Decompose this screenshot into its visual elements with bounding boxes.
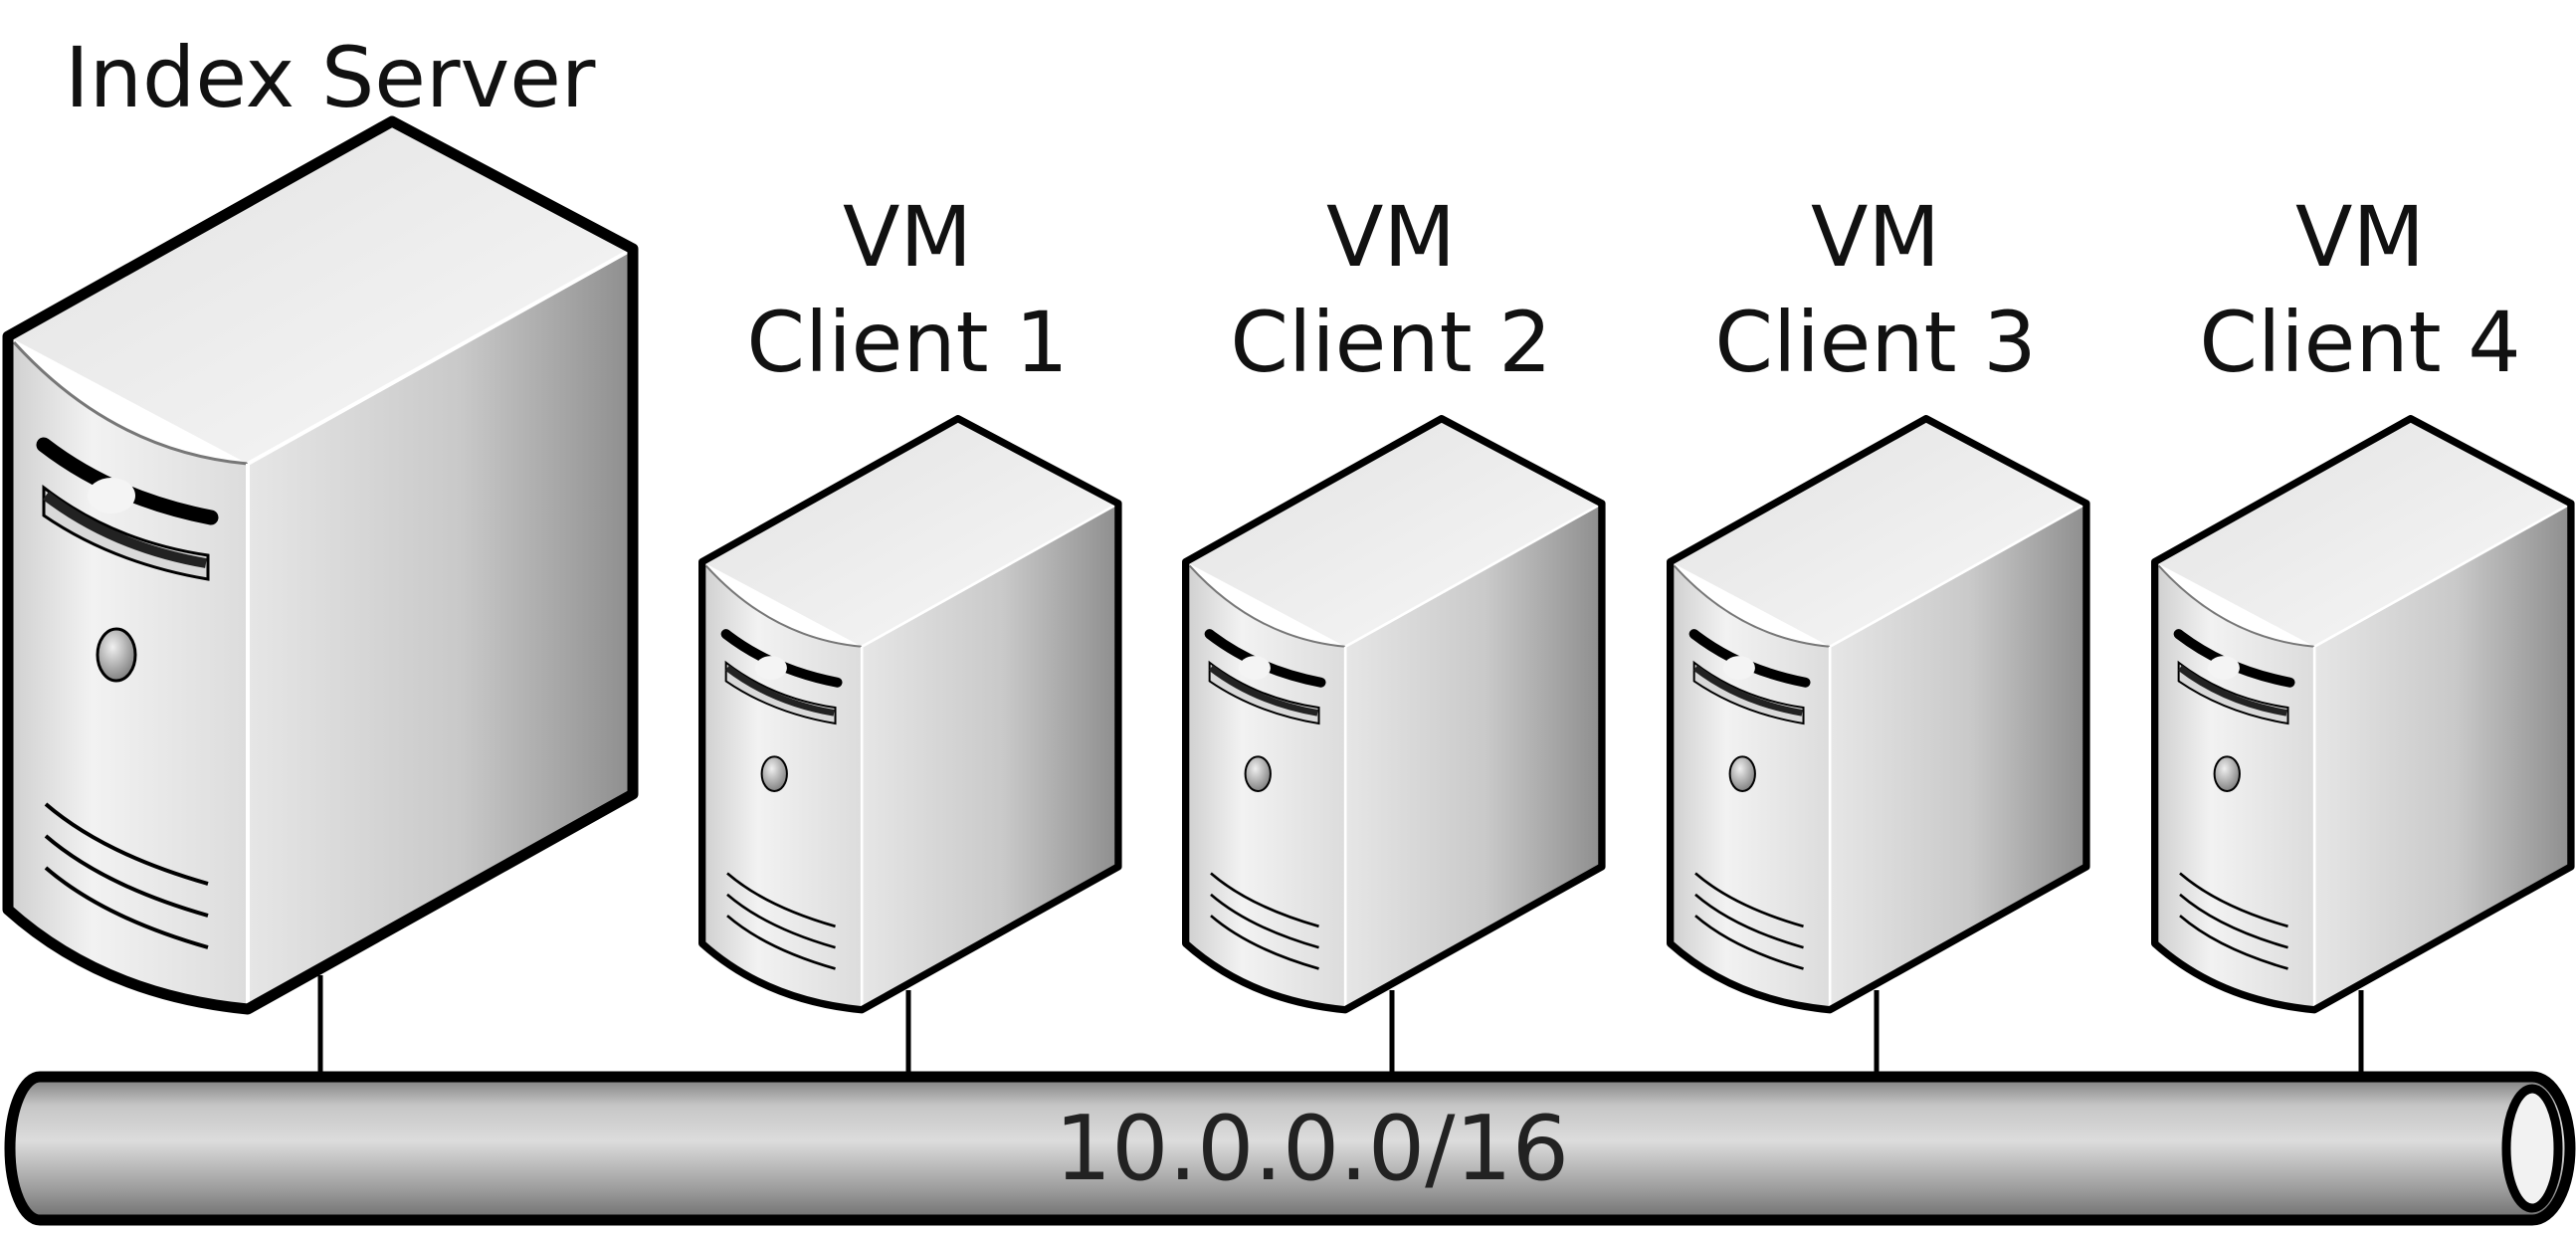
vm-client-3-line2: Client 3 bbox=[1714, 294, 2037, 391]
vm-client-2-line1: VM bbox=[1326, 188, 1456, 286]
vm-client-3-label: VM Client 3 bbox=[1677, 195, 2075, 384]
vm-client-2-line2: Client 2 bbox=[1230, 294, 1552, 391]
pipe-end-cap bbox=[2501, 1084, 2563, 1213]
vm-client-4-icon bbox=[2155, 419, 2571, 1010]
vm-client-4-line1: VM bbox=[2295, 188, 2425, 286]
vm-client-4-label: VM Client 4 bbox=[2161, 195, 2559, 384]
vm-client-2-label: VM Client 2 bbox=[1192, 195, 1590, 384]
vm-client-2-icon bbox=[1186, 419, 1602, 1010]
vm-client-1-line2: Client 1 bbox=[746, 294, 1069, 391]
vm-client-1-label: VM Client 1 bbox=[708, 195, 1106, 384]
index-server-label: Index Server bbox=[65, 29, 596, 126]
vm-client-1-line1: VM bbox=[843, 188, 972, 286]
network-label: 10.0.0.0/16 bbox=[1055, 1097, 1569, 1201]
connector-lines bbox=[317, 975, 2364, 1077]
index-server-icon bbox=[8, 121, 633, 1009]
vm-client-1-icon bbox=[702, 419, 1118, 1010]
network-pipe bbox=[4, 1071, 2576, 1226]
vm-client-3-icon bbox=[1671, 419, 2086, 1010]
vm-client-4-line2: Client 4 bbox=[2199, 294, 2521, 391]
vm-client-3-line1: VM bbox=[1811, 188, 1940, 286]
